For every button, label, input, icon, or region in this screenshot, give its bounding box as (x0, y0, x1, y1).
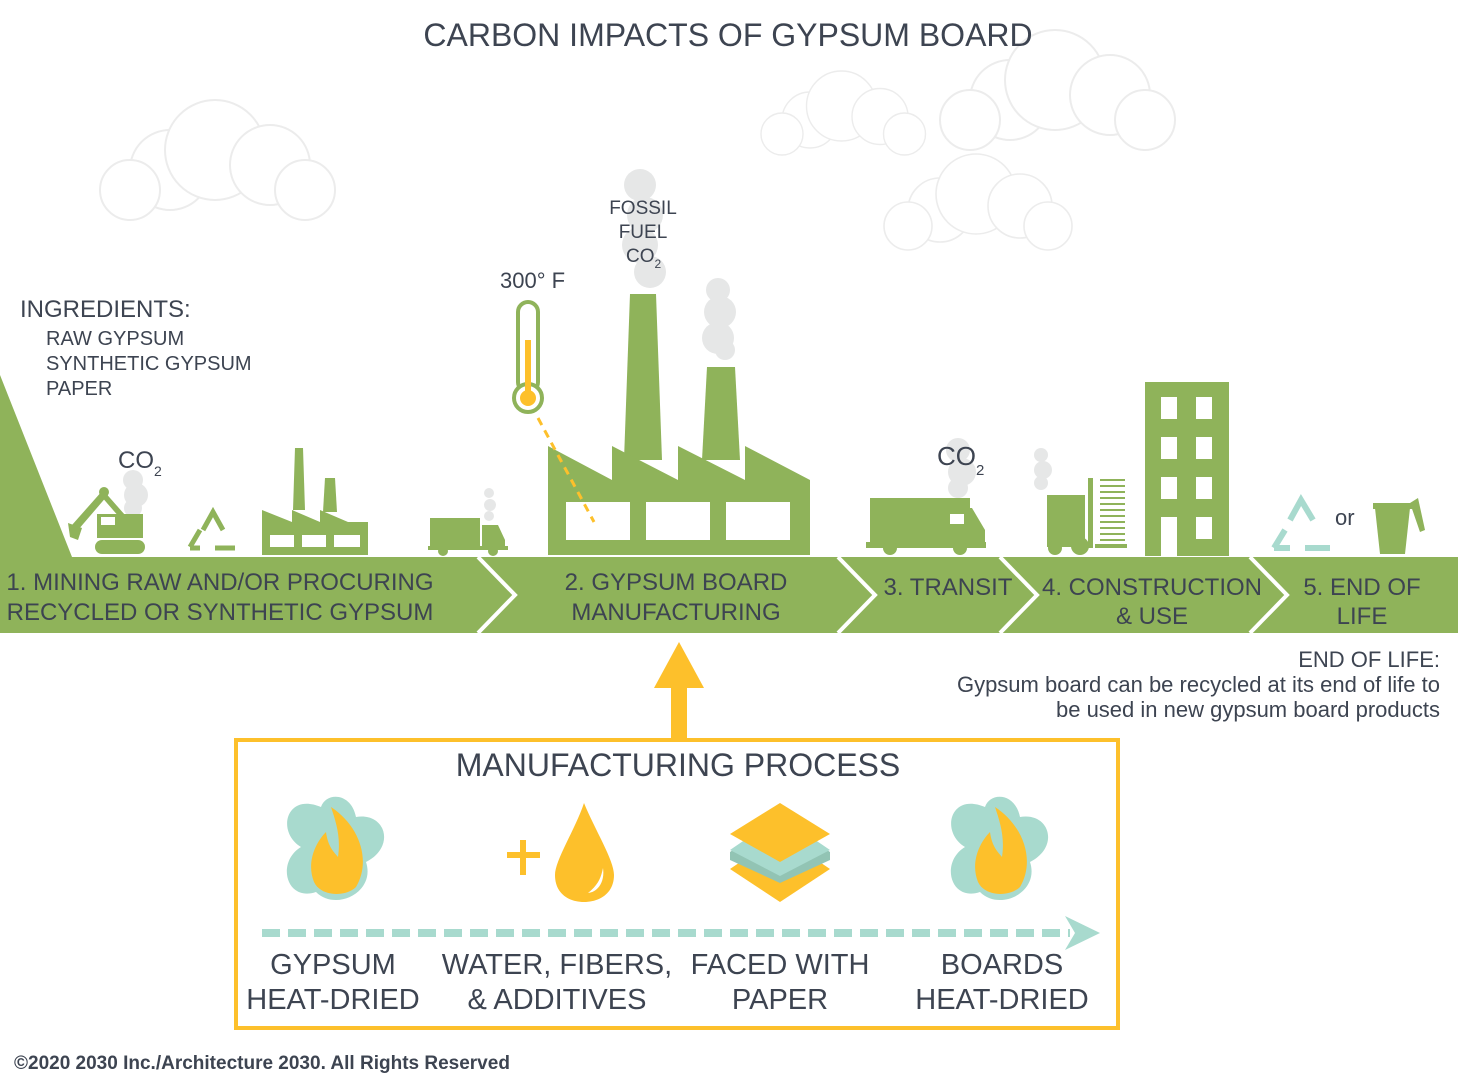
process-step-label: BOARDS (941, 949, 1063, 981)
stage-4-label: 4. CONSTRUCTION (1042, 574, 1262, 601)
co2-label: CO2 (118, 447, 162, 479)
process-step-label: PAPER (732, 984, 828, 1016)
excavator-icon (68, 487, 145, 554)
lifecycle-band (0, 555, 1458, 635)
arrow-up-icon (654, 642, 704, 740)
fossil-label: FOSSIL (609, 198, 677, 219)
stage-1-label: 1. MINING RAW AND/OR PROCURING (6, 569, 433, 596)
process-title: MANUFACTURING PROCESS (456, 747, 900, 783)
stage-5-label: 5. END OF (1303, 574, 1420, 601)
thermometer-icon (512, 300, 596, 523)
ingredient-item: SYNTHETIC GYPSUM (46, 353, 252, 375)
process-arrow (262, 916, 1100, 950)
ingredients-heading: INGREDIENTS: (20, 296, 191, 323)
forklift-icon (1047, 478, 1127, 555)
stage-4-label: & USE (1116, 603, 1188, 630)
process-step-label: WATER, FIBERS, (442, 949, 672, 981)
recycle-icon (1271, 493, 1330, 551)
ingredient-item: RAW GYPSUM (46, 328, 184, 350)
stage-2-label: MANUFACTURING (571, 599, 780, 626)
temperature-label: 300° F (500, 268, 565, 293)
smoke (123, 169, 1052, 521)
or-label: or (1335, 505, 1355, 530)
end-of-life-text: Gypsum board can be recycled at its end … (957, 672, 1440, 697)
fuel-label: FUEL (619, 222, 668, 243)
stage-2-label: 2. GYPSUM BOARD (565, 569, 788, 596)
process-step-label: GYPSUM (270, 949, 396, 981)
process-step-label: FACED WITH (691, 949, 870, 981)
page-title: CARBON IMPACTS OF GYPSUM BOARD (423, 17, 1032, 53)
water-drop-icon (507, 803, 614, 902)
process-step-label: HEAT-DRIED (246, 984, 419, 1016)
stage-5-label: LIFE (1337, 603, 1388, 630)
flame-icon (286, 796, 385, 901)
recycle-icon (187, 506, 235, 551)
cloud-icon (760, 70, 927, 156)
trash-bin-icon (1373, 498, 1425, 554)
transit-truck-icon (866, 498, 986, 555)
process-step-label: HEAT-DRIED (915, 984, 1088, 1016)
process-step-label: & ADDITIVES (468, 984, 647, 1016)
co2-label: CO2 (626, 246, 662, 271)
cloud-icon (883, 153, 1073, 251)
end-of-life-heading: END OF LIFE: (1298, 647, 1440, 672)
stage-3-label: 3. TRANSIT (884, 574, 1013, 601)
layers-icon (730, 803, 830, 902)
co2-label: CO2 (937, 441, 984, 479)
flame-icon (950, 796, 1049, 901)
building-icon (1145, 382, 1229, 556)
cloud-icon (99, 99, 336, 221)
copyright: ©2020 2030 Inc./Architecture 2030. All R… (14, 1053, 510, 1074)
manufacturing-process-box (234, 738, 1120, 1030)
end-of-life-text: be used in new gypsum board products (1056, 697, 1440, 722)
ingredient-item: PAPER (46, 378, 112, 400)
quarry-mountain-icon (0, 375, 72, 557)
truck-icon (428, 518, 508, 556)
stage-1-label: RECYCLED OR SYNTHETIC GYPSUM (7, 599, 434, 626)
